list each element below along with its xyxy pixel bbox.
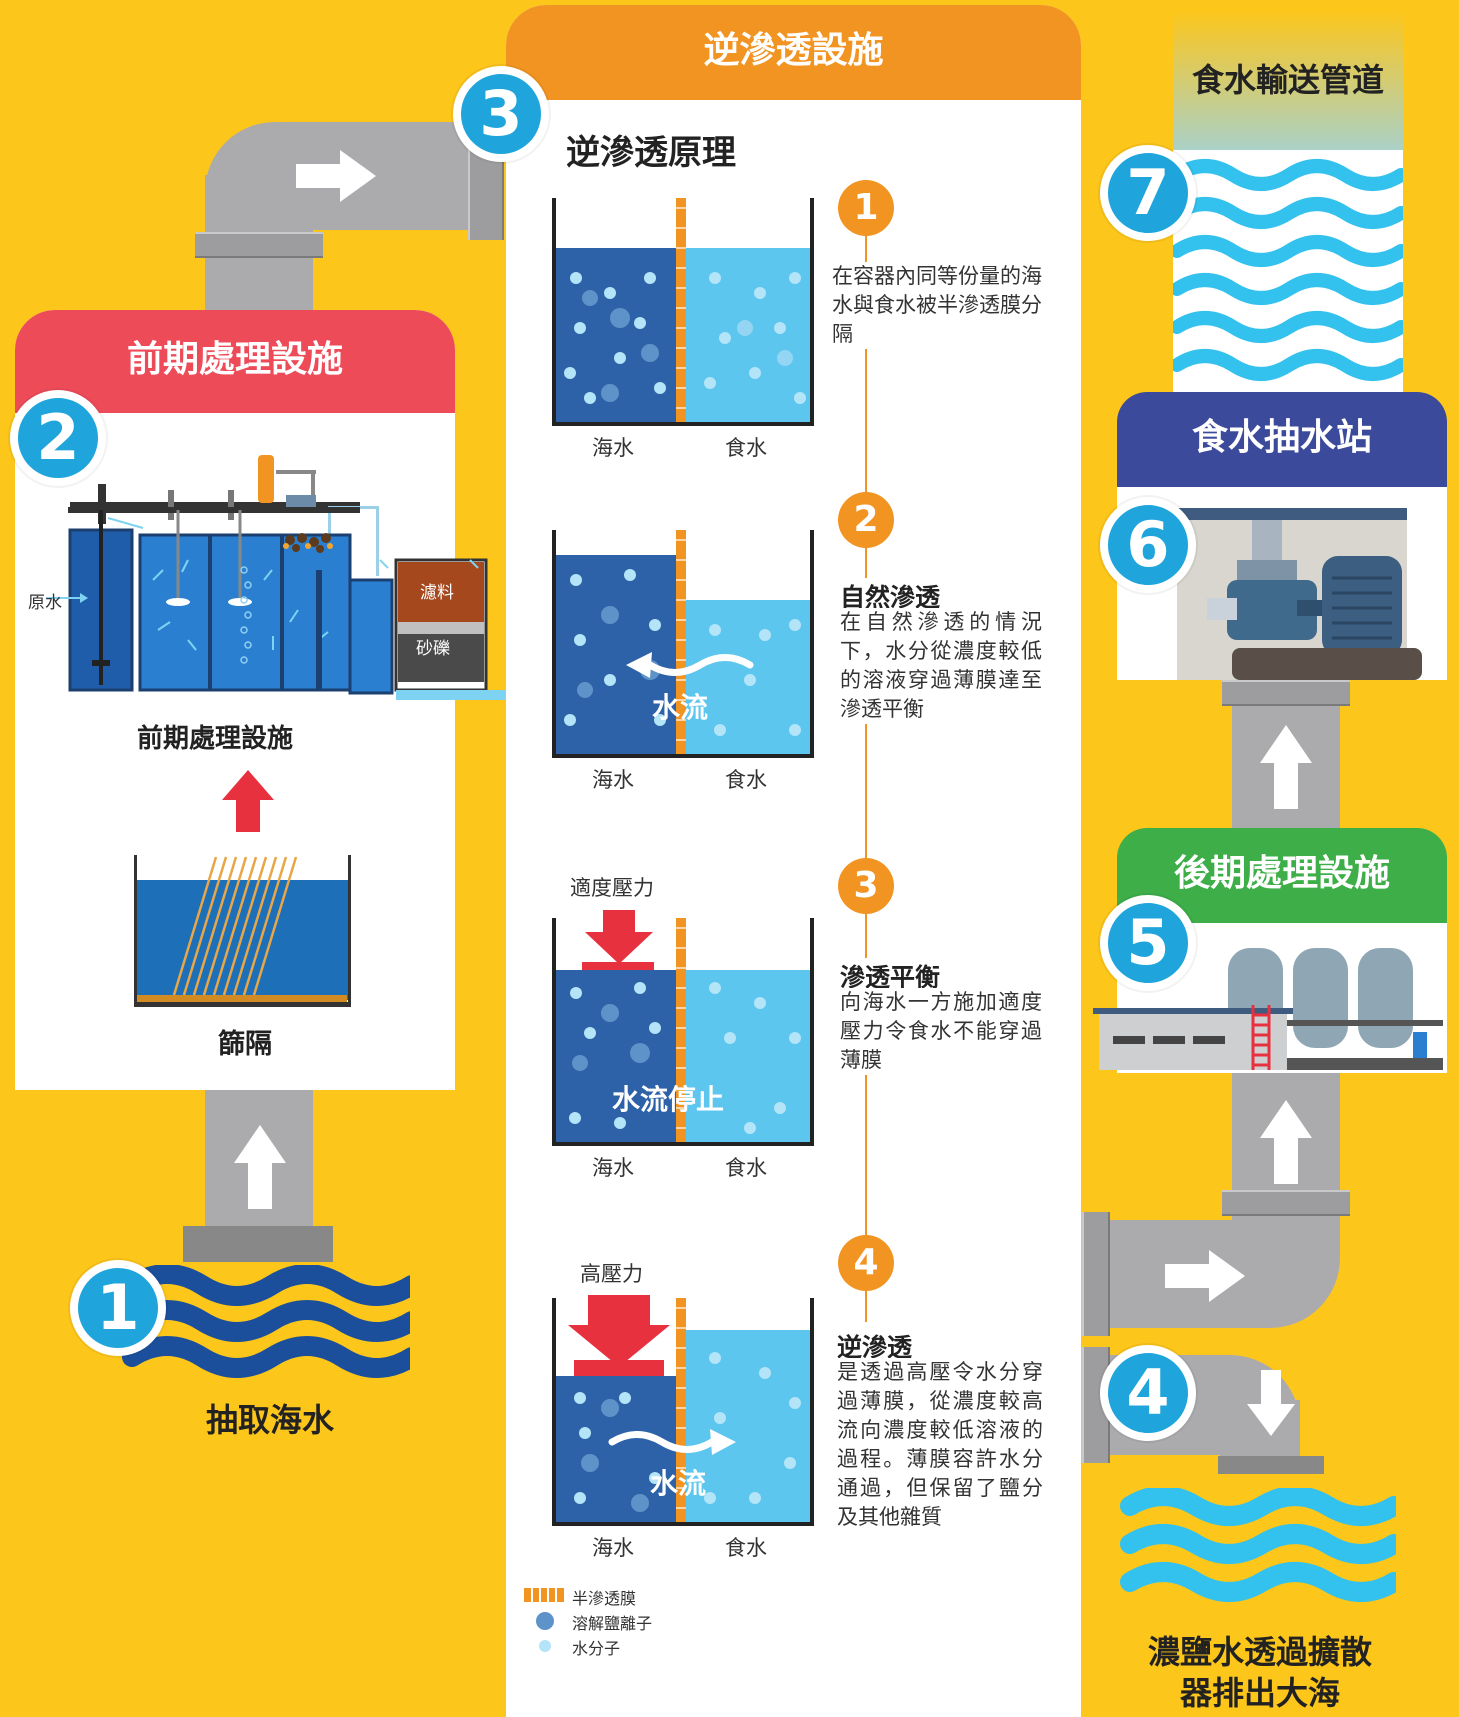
ro-tank-1: [552, 198, 814, 426]
tank4-pressure-label: 高壓力: [580, 1262, 643, 1286]
pump-station-header: 食水抽水站: [1117, 392, 1447, 487]
tank2-flow-label: 水流: [652, 691, 709, 724]
ro-header-text: 逆滲透設施: [703, 30, 884, 71]
salt-ion-legend-swatch: [536, 1612, 554, 1630]
badge-5: 5: [1100, 895, 1196, 991]
step-timeline: [865, 232, 867, 1322]
pipe-flange: [195, 232, 323, 258]
legend-salt-ions-label: 溶解鹽離子: [572, 1614, 653, 1633]
tank4-freshwater-label: 食水: [725, 1536, 767, 1560]
gravel-label: 砂礫: [416, 639, 450, 659]
brine-label-line1: 濃鹽水透過擴散: [1147, 1633, 1372, 1671]
delivery-pipe-gradient: [1173, 10, 1403, 170]
badge-7: 7: [1100, 145, 1196, 241]
red-arrow-down-large-icon: [568, 1295, 670, 1367]
pretreatment-diagram-label: 前期處理設施: [136, 724, 293, 754]
intake-pipe-base: [183, 1226, 333, 1262]
tank1-freshwater-label: 食水: [725, 436, 767, 460]
tank3-pressure-label: 適度壓力: [570, 876, 654, 900]
ro-step-4-number: 4: [838, 1235, 894, 1291]
arrow-right-icon: [296, 150, 376, 202]
seawater-waves: [122, 1265, 410, 1378]
red-arrow-up-icon: [222, 770, 274, 832]
pipe-flange: [1082, 1212, 1110, 1336]
ro-tank-3: [552, 918, 814, 1146]
ro-tank-2: [552, 530, 814, 758]
filter-media-label: 濾料: [420, 583, 454, 603]
delivery-header: 食水輸送管道: [1191, 61, 1384, 99]
ro-step-2-text: 在自然滲透的情況下，水分從濃度較低的溶液穿過薄膜達至滲透平衡: [840, 608, 1042, 724]
arrow-up-icon: [1260, 725, 1312, 809]
ro-header: 逆滲透設施: [506, 5, 1081, 100]
water-molecule-legend-swatch: [539, 1640, 551, 1652]
ro-step-4-text: 是透過高壓令水分穿過薄膜，從濃度較高流向濃度較低溶液的過程。薄膜容許水分通過，但…: [837, 1358, 1043, 1532]
pump-station-header-text: 食水抽水站: [1191, 417, 1372, 458]
red-arrow-down-icon: [585, 910, 653, 964]
brine-label-line2: 器排出大海: [1179, 1674, 1340, 1712]
tank2-seawater-label: 海水: [592, 768, 634, 792]
badge-1: 1: [70, 1260, 166, 1356]
pretreatment-header: 前期處理設施: [15, 310, 455, 413]
posttreatment-illustration: [1093, 948, 1443, 1070]
arrow-right-icon: [1165, 1250, 1245, 1302]
ro-principle-title: 逆滲透原理: [566, 133, 736, 173]
pretreatment-header-text: 前期處理設施: [126, 339, 343, 380]
ro-step-2-number: 2: [838, 492, 894, 548]
badge-3: 3: [453, 66, 549, 162]
arrow-up-icon: [1260, 1100, 1312, 1184]
tank3-seawater-label: 海水: [592, 1156, 634, 1180]
ro-step-1-number: 1: [838, 180, 894, 236]
badge-4: 4: [1100, 1345, 1196, 1441]
legend-water-molecules-label: 水分子: [572, 1639, 621, 1658]
tank3-flow-label: 水流停止: [612, 1083, 725, 1116]
screen-tank-diagram: [134, 855, 351, 1007]
pretreatment-tank-diagram: [46, 455, 506, 700]
ro-step-3-text: 向海水一方施加適度壓力令食水不能穿過薄膜: [840, 988, 1042, 1075]
stage1-label: 抽取海水: [205, 1401, 334, 1439]
tank2-freshwater-label: 食水: [725, 768, 767, 792]
raw-water-label: 原水: [28, 593, 62, 613]
ro-step-3-number: 3: [838, 858, 894, 914]
tank4-seawater-label: 海水: [592, 1536, 634, 1560]
brine-waves: [1120, 1488, 1396, 1602]
arrow-down-icon: [1247, 1370, 1295, 1436]
posttreatment-header-text: 後期處理設施: [1173, 853, 1390, 894]
badge-2: 2: [10, 390, 106, 486]
badge-6: 6: [1100, 497, 1196, 593]
pipe-flange: [1222, 680, 1350, 706]
screen-label: 篩隔: [218, 1029, 272, 1060]
tank1-seawater-label: 海水: [592, 436, 634, 460]
freshwater-waves: [1173, 150, 1403, 395]
membrane-legend-swatch: [524, 1588, 564, 1602]
arrow-up-icon: [234, 1125, 286, 1209]
brine-diffuser-base: [1218, 1456, 1324, 1474]
legend-membrane-label: 半滲透膜: [572, 1589, 637, 1608]
ro-step-1-text: 在容器內同等份量的海水與食水被半滲透膜分隔: [832, 262, 1042, 349]
tank3-freshwater-label: 食水: [725, 1156, 767, 1180]
tank4-flow-label: 水流: [650, 1467, 707, 1500]
ro-tank-4: [552, 1298, 814, 1526]
pipe-flange: [1222, 1190, 1350, 1216]
pump-illustration: [1157, 508, 1422, 680]
